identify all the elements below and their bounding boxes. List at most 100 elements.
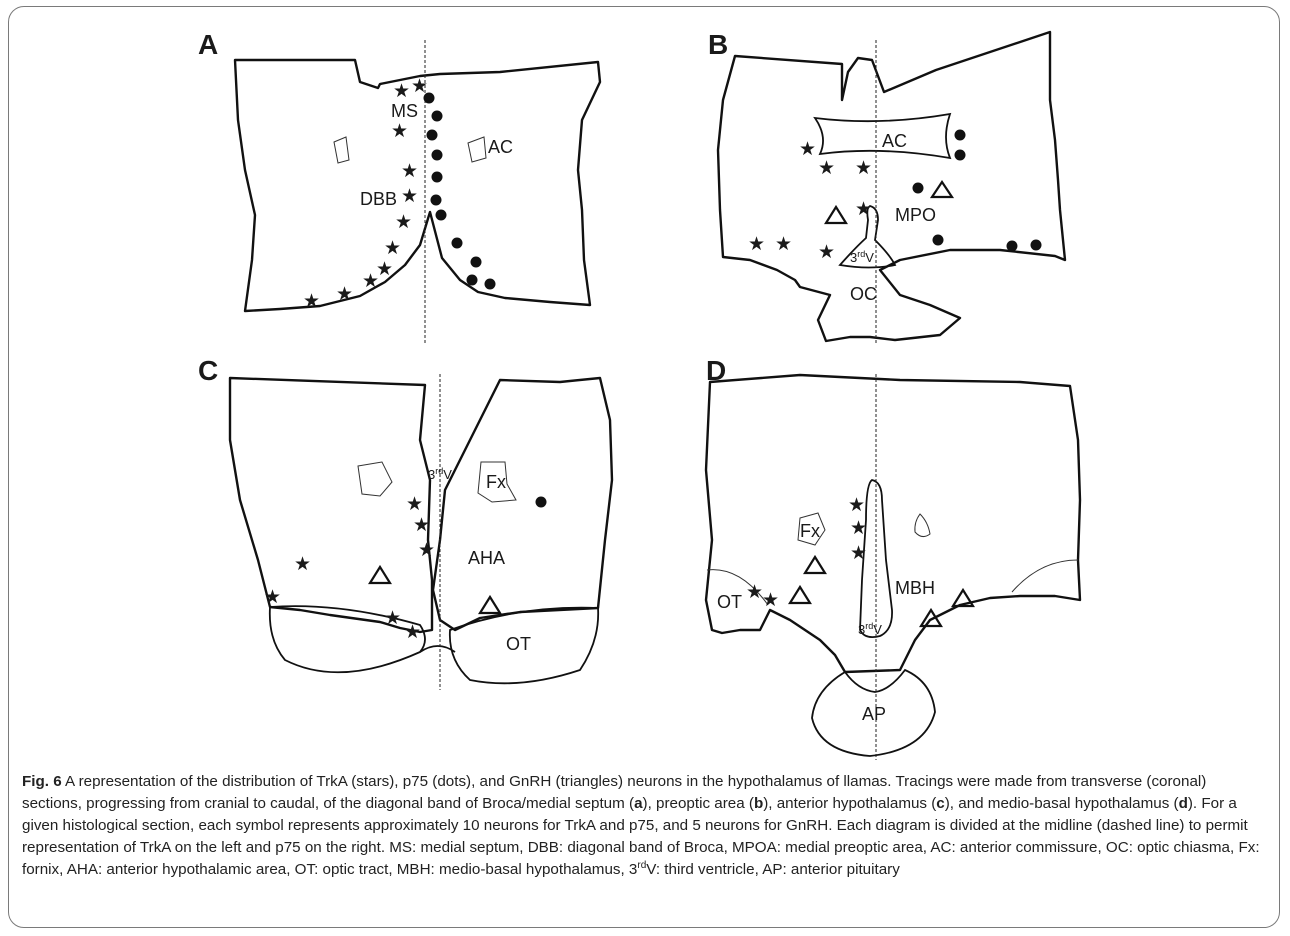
trka-star: ★ (746, 582, 763, 603)
trka-star: ★ (401, 161, 418, 182)
panel-a: A MS AC DBB ★ ★ ★ ★ ★ ★ ★ ★ ★ ★ ★ (198, 29, 600, 345)
panel-c-label-ot: OT (506, 634, 531, 654)
caption-text: ), preoptic area ( (643, 795, 754, 812)
p75-dot (432, 150, 443, 161)
panel-b-outline (718, 32, 1065, 341)
p75-dot (913, 183, 924, 194)
p75-dot (933, 235, 944, 246)
trka-star: ★ (855, 158, 872, 179)
caption-panel-ref-d: d (1179, 795, 1188, 812)
panel-c-outline-right (433, 378, 612, 630)
trka-star: ★ (799, 139, 816, 160)
panel-d-label-mbh: MBH (895, 578, 935, 598)
panel-d-ot-right-arc (1012, 560, 1078, 592)
panel-c-label-fx: Fx (486, 472, 506, 492)
p75-dot (452, 238, 463, 249)
caption-text: V: third ventricle, AP: anterior pituita… (646, 861, 900, 878)
caption-text: ), anterior hypothalamus ( (763, 795, 936, 812)
panel-c-left-structure (358, 462, 392, 496)
figure-diagrams: A MS AC DBB ★ ★ ★ ★ ★ ★ ★ ★ ★ ★ ★ (0, 0, 1290, 770)
panel-b-letter: B (708, 29, 728, 60)
trka-star: ★ (850, 543, 867, 564)
p75-dot (427, 130, 438, 141)
trka-star: ★ (848, 495, 865, 516)
trka-star: ★ (850, 518, 867, 539)
gnrh-triangle (790, 587, 810, 603)
trka-star: ★ (748, 234, 765, 255)
trka-star: ★ (762, 590, 779, 611)
panel-d: D Fx OT MBH 3rdV AP ★ ★ ★ ★ ★ (706, 355, 1080, 760)
panel-d-gnrh-triangles (790, 557, 973, 626)
panel-b-trka-stars: ★ ★ ★ ★ ★ ★ ★ (748, 139, 872, 263)
gnrh-triangle (480, 597, 500, 613)
p75-dot (467, 275, 478, 286)
panel-c-label-aha: AHA (468, 548, 505, 568)
trka-star: ★ (303, 291, 320, 312)
panel-c-junction (420, 646, 455, 652)
p75-dot (485, 279, 496, 290)
panel-c-trka-stars: ★ ★ ★ ★ ★ ★ ★ (264, 494, 435, 643)
trka-star: ★ (336, 284, 353, 305)
panel-b: B AC MPO OC 3rdV ★ ★ ★ ★ ★ ★ ★ (708, 29, 1065, 345)
panel-b-label-mpo: MPO (895, 205, 936, 225)
panel-a-ac-right (468, 137, 486, 162)
gnrh-triangle (805, 557, 825, 573)
panel-d-label-3rdv: 3rdV (858, 621, 882, 637)
p75-dot (432, 172, 443, 183)
panel-b-label-ac: AC (882, 131, 907, 151)
panel-a-label-ms: MS (391, 101, 418, 121)
trka-star: ★ (855, 199, 872, 220)
trka-star: ★ (395, 212, 412, 233)
p75-dot (432, 111, 443, 122)
gnrh-triangle (921, 610, 941, 626)
p75-dot (1031, 240, 1042, 251)
p75-dot (536, 497, 547, 508)
panel-c-outline-left (230, 378, 432, 632)
trka-star: ★ (294, 554, 311, 575)
panel-d-outline (706, 375, 1080, 672)
trka-star: ★ (362, 271, 379, 292)
gnrh-triangle (826, 207, 846, 223)
panel-c-p75-dots (536, 497, 547, 508)
trka-star: ★ (384, 238, 401, 259)
panel-a-label-dbb: DBB (360, 189, 397, 209)
panel-d-label-ap: AP (862, 704, 886, 724)
p75-dot (955, 150, 966, 161)
trka-star: ★ (393, 81, 410, 102)
caption-panel-ref-c: c (936, 795, 944, 812)
panel-a-p75-dots (424, 93, 496, 290)
p75-dot (471, 257, 482, 268)
panel-c-letter: C (198, 355, 218, 386)
panel-d-trka-stars: ★ ★ ★ ★ ★ (746, 495, 867, 611)
trka-star: ★ (406, 494, 423, 515)
panel-b-label-oc: OC (850, 284, 877, 304)
trka-star: ★ (418, 540, 435, 561)
panel-a-label-ac: AC (488, 137, 513, 157)
gnrh-triangle (932, 182, 952, 197)
trka-star: ★ (384, 608, 401, 629)
panel-c: C 3rdV Fx AHA OT ★ ★ ★ ★ ★ ★ ★ (198, 355, 612, 690)
caption-panel-ref-b: b (754, 795, 763, 812)
trka-star: ★ (264, 587, 281, 608)
caption-panel-ref-a: a (634, 795, 642, 812)
trka-star: ★ (401, 186, 418, 207)
panel-b-label-3rdv: 3rdV (850, 249, 874, 265)
trka-star: ★ (775, 234, 792, 255)
caption-figure-number: Fig. 6 (22, 773, 62, 790)
p75-dot (955, 130, 966, 141)
caption-text: ), and medio-basal hypothalamus ( (945, 795, 1179, 812)
trka-star: ★ (391, 121, 408, 142)
panel-a-ac-left (334, 137, 349, 163)
panel-a-letter: A (198, 29, 218, 60)
p75-dot (431, 195, 442, 206)
panel-c-ot-left (270, 606, 425, 672)
panel-d-label-fx: Fx (800, 521, 820, 541)
p75-dot (424, 93, 435, 104)
p75-dot (1007, 241, 1018, 252)
trka-star: ★ (413, 515, 430, 536)
caption-superscript: rd (637, 860, 646, 871)
panel-d-right-structure (915, 514, 930, 537)
panel-b-p75-dots (913, 130, 1042, 252)
gnrh-triangle (370, 567, 390, 583)
p75-dot (436, 210, 447, 221)
